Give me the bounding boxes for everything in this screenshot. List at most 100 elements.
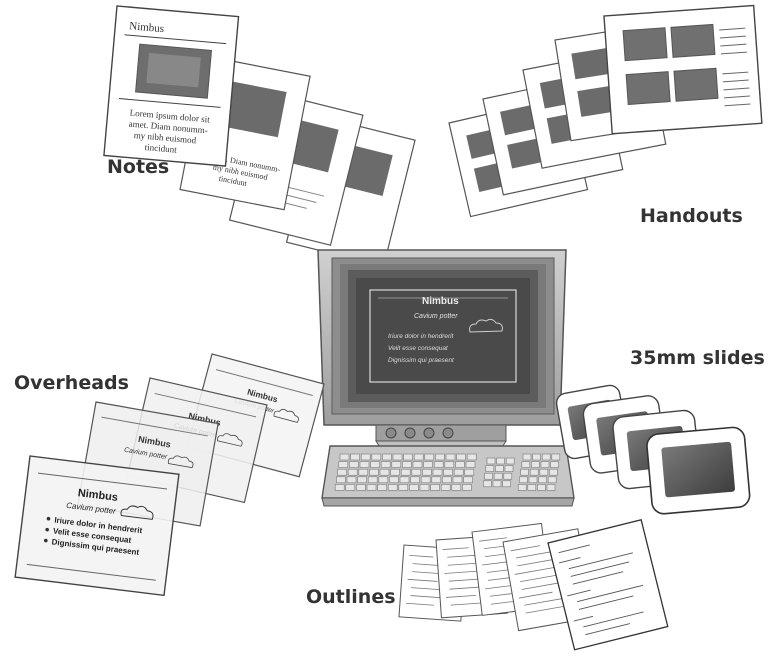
keyboard-key [409,484,419,491]
keyboard-key [380,461,391,468]
keyboard-key [492,480,502,488]
keyboard-key [398,484,409,491]
keyboard-key [424,453,435,461]
keyboard-key [410,476,420,484]
keyboard-key [527,484,537,491]
keyboard-key [423,461,433,468]
keyboard-key [503,472,513,480]
computer-monitor [317,249,567,455]
keyboard-key [359,461,370,468]
keyboard-key [531,461,540,468]
keyboard-key [430,484,440,491]
keyboard-key [339,453,350,461]
keyboard-key [453,468,464,476]
outlines-stack [398,518,669,651]
handouts-stack [448,4,763,218]
keyboard-key [402,461,412,468]
keyboard-key [347,468,358,476]
keyboard-key [337,468,347,476]
keyboard-key [338,461,349,468]
keyboard-key [443,468,453,476]
keyboard-key [358,468,369,476]
keyboard-key [345,484,356,491]
overhead-sheet-front [14,455,180,597]
keyboard-key [378,476,389,484]
keyboard-key [412,461,423,468]
keyboard-key [403,453,413,461]
keyboard-key [455,461,465,468]
slide-mount-front [646,426,751,515]
keyboard-key [392,453,403,461]
keyboard-key [496,457,505,465]
label-35mm-slides: 35mm slides [630,347,765,369]
label-notes: Notes [107,156,170,178]
keyboard-key [336,476,346,484]
label-outlines: Outlines [306,586,396,608]
keyboard-key [442,476,452,484]
notes-page-front [103,5,240,167]
monitor-slide-bullet-1: Iriure dolor in hendrerit [388,333,455,340]
keyboard-key [371,453,382,461]
keyboard-key [357,476,367,484]
keyboard-key [539,468,549,476]
keyboard-key [334,484,345,491]
monitor-slide-subtitle: Cavium potter [414,313,458,320]
overheads-stack: Nimbus Cavium potter Nimbus Cavium potte… [14,353,325,597]
keyboard-key [520,468,529,476]
keyboard-key [420,476,431,484]
keyboard-key [466,453,477,461]
keyboard-key [452,476,463,484]
keyboard-key [522,453,532,461]
outline-page-front [547,518,669,651]
keyboard-key [445,453,456,461]
keyboard-key [390,468,400,476]
keyboard-key [493,472,503,480]
keyboard-key [547,476,557,484]
monitor-slide-bullet-2: Velit esse consequat [388,345,449,352]
keyboard-key [366,484,377,491]
monitor-slide-bullet-3: Dignissim qui praesent [388,357,455,364]
keyboard-key [546,484,556,491]
keyboard-key [400,468,411,476]
keyboard-key [464,468,475,476]
keyboard-key [540,461,550,468]
label-overheads: Overheads [14,372,129,394]
keyboard-key [462,484,472,491]
keyboard-key [456,453,466,461]
keyboard-key [435,453,445,461]
monitor-screen [356,278,530,394]
keyboard-key [399,476,410,484]
keyboard-key [349,461,359,468]
keyboard-key [360,453,371,461]
keyboard-key [549,468,558,476]
keyboard-key [484,472,493,480]
notes-pages-stack: amet. Diam nonumm- my nibh euismod tinci… [103,5,416,268]
keyboard-key [550,461,559,468]
monitor-slide-title: Nimbus [422,296,459,307]
keyboard-key [411,468,422,476]
keyboard-key [537,484,546,491]
keyboard-key [350,453,360,461]
notes-page-title: Nimbus [129,20,165,35]
keyboard-key [465,461,476,468]
notes-body-line-4: tincidunt [144,142,177,155]
keyboard-key [370,461,380,468]
keyboard-key [502,480,511,488]
keyboard-key [431,476,442,484]
keyboard-key [369,468,379,476]
label-handouts: Handouts [640,205,743,227]
keyboard-key [517,484,527,491]
keyboard-key [367,476,378,484]
keyboard-key [377,484,387,491]
keyboard-key [422,468,432,476]
keyboard-key [451,484,462,491]
keyboard-key [532,453,541,461]
keyboard-key [382,453,392,461]
keyboard-key [495,465,504,472]
keyboard-key [486,457,496,465]
keyboard-key [419,484,430,491]
keyboard-key [505,457,515,465]
keyboard-key [519,476,528,484]
